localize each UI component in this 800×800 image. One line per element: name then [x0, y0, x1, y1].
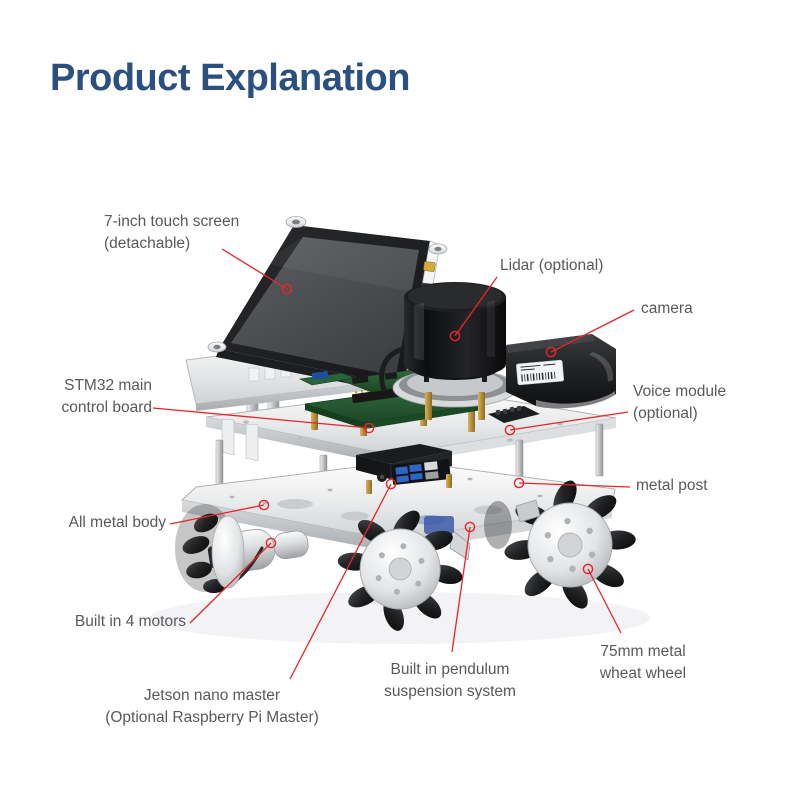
callout-line: (optional) [633, 405, 698, 422]
callout-line: camera [641, 300, 693, 317]
callout-line: Built in pendulum [390, 661, 510, 678]
callout-label-stm32-board: STM32 main control board [0, 375, 152, 419]
callout-label-pendulum-suspension: Built in pendulum suspension system [250, 659, 650, 703]
callout-line: STM32 main [64, 377, 152, 394]
callout-line: (Optional Raspberry Pi Master) [105, 709, 319, 726]
callout-line: (detachable) [104, 235, 191, 252]
callout-line: 75mm metal [600, 643, 686, 660]
callout-line: control board [61, 399, 152, 416]
mecanum-wheel-rear-right [484, 501, 512, 549]
callout-label-jetson-nano: Jetson nano master (Optional Raspberry Pi… [12, 685, 412, 729]
callout-line: metal post [636, 477, 708, 494]
camera-module [506, 334, 616, 409]
callout-line: All metal body [68, 514, 166, 531]
jetson-nano-board [356, 444, 452, 494]
callout-line: Lidar (optional) [500, 257, 604, 274]
callout-label-lidar: Lidar (optional) [500, 255, 603, 277]
callout-label-mecanum-wheel: 75mm metal wheat wheel [443, 641, 800, 685]
callout-line: Jetson nano master [143, 687, 281, 704]
callout-label-metal-post: metal post [636, 475, 708, 497]
callout-label-touch-screen: 7-inch touch screen (detachable) [104, 211, 239, 255]
callout-label-four-motors: Built in 4 motors [0, 611, 186, 633]
callout-line: Built in 4 motors [74, 613, 186, 630]
callout-line: wheat wheel [599, 665, 687, 682]
callout-line: Voice module [633, 383, 727, 400]
callout-label-all-metal-body: All metal body [0, 512, 166, 534]
page-title: Product Explanation [50, 57, 410, 99]
callout-label-voice-module: Voice module (optional) [633, 381, 726, 425]
callout-label-camera: camera [641, 298, 693, 320]
callout-line: 7-inch touch screen [104, 213, 240, 230]
callout-line: suspension system [384, 683, 516, 700]
